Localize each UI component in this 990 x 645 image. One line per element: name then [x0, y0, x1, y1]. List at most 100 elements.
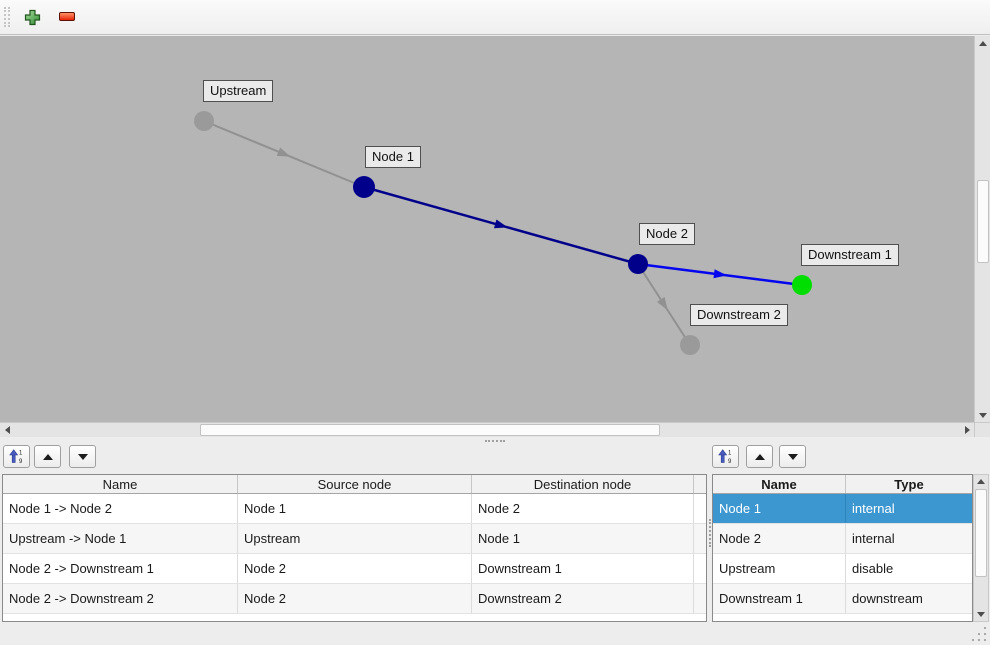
node-label[interactable]: Upstream [203, 80, 274, 102]
window-resize-grip[interactable] [971, 626, 987, 642]
scroll-up-arrow-icon[interactable] [975, 36, 990, 50]
scroll-up-arrow-icon[interactable] [974, 475, 988, 488]
table-cell: Downstream 1 [713, 584, 846, 613]
horizontal-scrollbar-thumb[interactable] [200, 424, 660, 436]
scroll-down-arrow-icon[interactable] [974, 608, 988, 621]
remove-button[interactable] [54, 4, 80, 30]
table-cell: Node 2 -> Downstream 1 [3, 554, 238, 583]
table-cell: Node 2 [238, 554, 472, 583]
column-header-type[interactable]: Type [894, 476, 924, 492]
column-header-name[interactable]: Name [3, 475, 238, 493]
graph-node[interactable] [353, 176, 375, 198]
table-cell: Node 2 -> Downstream 2 [3, 584, 238, 613]
vertical-scrollbar-thumb[interactable] [977, 180, 989, 263]
svg-text:9: 9 [728, 459, 732, 464]
node-sort-button[interactable]: 1 9 [712, 445, 739, 468]
table-cell: internal [852, 501, 895, 516]
splitter-grip [708, 519, 711, 547]
graph-node[interactable] [680, 335, 700, 355]
table-cell: Node 1 [713, 494, 846, 523]
table-cell-filler [694, 554, 706, 583]
graph-node[interactable] [194, 111, 214, 131]
edge-move-up-button[interactable] [34, 445, 61, 468]
table-cell: Downstream 1 [472, 554, 694, 583]
table-cell-filler [694, 524, 706, 553]
column-header-destination-node[interactable]: Destination node [472, 475, 694, 493]
canvas-horizontal-scrollbar[interactable] [0, 422, 974, 437]
table-cell-filler [694, 584, 706, 613]
table-row[interactable]: Downstream 1 downstream [713, 584, 972, 614]
table-cell: Upstream -> Node 1 [3, 524, 238, 553]
table-header: Name Type [713, 475, 972, 494]
table-row[interactable]: Node 2 internal [713, 524, 972, 554]
edge-arrow-icon [494, 219, 508, 229]
graph-node[interactable] [628, 254, 648, 274]
graph-node[interactable] [792, 275, 812, 295]
node-label[interactable]: Downstream 2 [690, 304, 788, 326]
move-up-icon [42, 453, 53, 460]
move-down-icon [77, 453, 88, 460]
edge-move-down-button[interactable] [69, 445, 96, 468]
column-header-source-node[interactable]: Source node [238, 475, 472, 493]
column-header-filler [694, 475, 706, 493]
edge-arrow-icon [713, 269, 727, 279]
node-label[interactable]: Node 2 [639, 223, 695, 245]
table-cell: Node 1 [238, 494, 472, 523]
canvas-vertical-scrollbar[interactable] [974, 36, 990, 422]
vertical-splitter[interactable] [707, 444, 712, 622]
node-scrollbar-thumb[interactable] [975, 489, 987, 577]
column-header-name[interactable]: Name [713, 475, 846, 493]
plus-icon [24, 9, 40, 25]
table-cell: Upstream [238, 524, 472, 553]
add-button[interactable] [19, 4, 45, 30]
svg-text:1: 1 [19, 450, 23, 456]
edge-arrow-icon [276, 147, 291, 157]
sort-ascending-icon: 1 9 [718, 449, 732, 464]
horizontal-splitter[interactable] [0, 437, 990, 444]
edge-sort-button[interactable]: 1 9 [3, 445, 30, 468]
table-cell: Node 1 [472, 524, 694, 553]
node-label[interactable]: Node 1 [365, 146, 421, 168]
scroll-down-arrow-icon[interactable] [975, 408, 990, 422]
minus-icon [59, 12, 75, 21]
table-cell: Node 2 [713, 524, 846, 553]
node-table-scrollbar[interactable] [973, 474, 989, 622]
table-cell: internal [852, 531, 895, 546]
status-strip [0, 622, 990, 645]
scroll-left-arrow-icon[interactable] [0, 423, 14, 437]
table-cell: Downstream 2 [472, 584, 694, 613]
table-cell: Node 1 -> Node 2 [3, 494, 238, 523]
svg-text:9: 9 [19, 459, 23, 464]
splitter-grip [485, 439, 505, 442]
scroll-right-arrow-icon[interactable] [960, 423, 974, 437]
node-label[interactable]: Downstream 1 [801, 244, 899, 266]
edge-arrow-icon [656, 297, 668, 311]
table-row[interactable]: Node 1 internal [713, 494, 972, 524]
table-row[interactable]: Upstream disable [713, 554, 972, 584]
main-toolbar [0, 0, 990, 35]
table-cell: downstream [852, 591, 923, 606]
table-cell-filler [694, 494, 706, 523]
scrollbar-corner [974, 422, 990, 437]
sort-ascending-icon: 1 9 [9, 449, 23, 464]
node-move-up-button[interactable] [746, 445, 773, 468]
move-down-icon [787, 453, 798, 460]
toolbar-grip[interactable] [4, 7, 10, 27]
table-cell: Node 2 [238, 584, 472, 613]
svg-text:1: 1 [728, 450, 732, 456]
table-cell: Upstream [713, 554, 846, 583]
table-cell: Node 2 [472, 494, 694, 523]
move-up-icon [754, 453, 765, 460]
graph-svg [194, 111, 812, 355]
node-move-down-button[interactable] [779, 445, 806, 468]
table-cell: disable [852, 561, 894, 576]
